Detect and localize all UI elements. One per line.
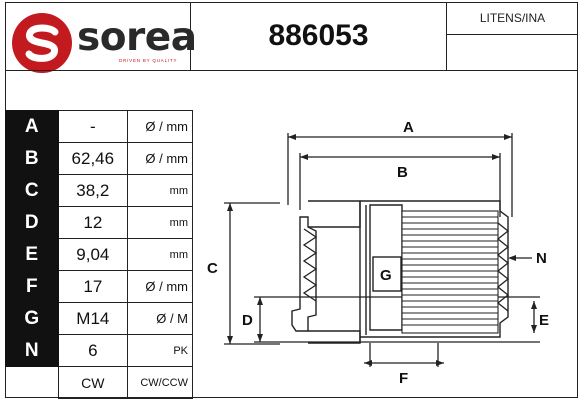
part-number-cell: 886053 [191,2,447,70]
spec-value: 12 [57,206,129,239]
pulley-body [360,200,509,338]
spec-row-b: B 62,46 Ø / mm [5,142,193,175]
label-g: G [380,267,392,284]
spec-row-rotation: CW CW/CCW [5,366,193,399]
logo-cell: sorea DRIVEN BY QUALITY [5,2,197,73]
spec-value: 9,04 [57,238,129,271]
sorea-logo-icon [12,13,72,73]
spec-row-e: E 9,04 mm [5,238,193,271]
spec-key: E [5,238,59,271]
spec-key: F [5,270,59,303]
spec-unit: Ø / mm [127,270,193,303]
spec-unit: Ø / M [127,302,193,335]
header-divider [5,70,578,71]
label-c: C [207,260,218,277]
spec-unit: Ø / mm [127,110,193,143]
label-a: A [403,119,414,136]
label-e: E [539,312,549,329]
brand-empty-cell [447,35,578,70]
spec-row-d: D 12 mm [5,206,193,239]
spec-value: - [57,110,129,143]
right-rib-profile [496,222,510,312]
spec-value: M14 [57,302,129,335]
left-wave-spring [302,228,318,302]
spec-key: G [5,302,59,335]
spec-key: B [5,142,59,175]
spec-unit: Ø / mm [127,142,193,175]
spec-value: 38,2 [57,174,129,207]
spec-value: 62,46 [57,142,129,175]
part-number: 886053 [268,19,369,52]
spec-unit: mm [127,174,193,207]
label-b: B [397,164,408,181]
label-n: N [536,250,547,267]
pulley-technical-drawing: A B C D E F G N [207,119,549,387]
spec-key: C [5,174,59,207]
spec-unit: mm [127,206,193,239]
spec-row-g: G M14 Ø / M [5,302,193,335]
spec-key: D [5,206,59,239]
spec-row-a: A - Ø / mm [5,110,193,143]
brand-cell: LITENS/INA [447,2,578,35]
spec-table: A - Ø / mm B 62,46 Ø / mm C 38,2 mm D 12… [5,110,193,399]
pulley-left-flange [291,216,317,332]
label-d: D [242,312,253,329]
spec-key: A [5,110,59,143]
spec-value: CW [57,366,129,399]
spec-key: N [5,334,59,367]
spec-row-n: N 6 PK [5,334,193,367]
spec-row-c: C 38,2 mm [5,174,193,207]
g-marker-box [372,256,402,292]
spec-value: 17 [57,270,129,303]
spec-unit: CW/CCW [127,366,193,399]
logo-tagline: DRIVEN BY QUALITY [119,58,178,63]
spec-row-f: F 17 Ø / mm [5,270,193,303]
spec-unit: PK [127,334,193,367]
spec-key-empty [5,366,59,399]
logo-wordmark: sorea [77,15,197,60]
spec-unit: mm [127,238,193,271]
label-f: F [399,370,408,387]
spec-value: 6 [57,334,129,367]
brand-name: LITENS/INA [479,11,546,25]
